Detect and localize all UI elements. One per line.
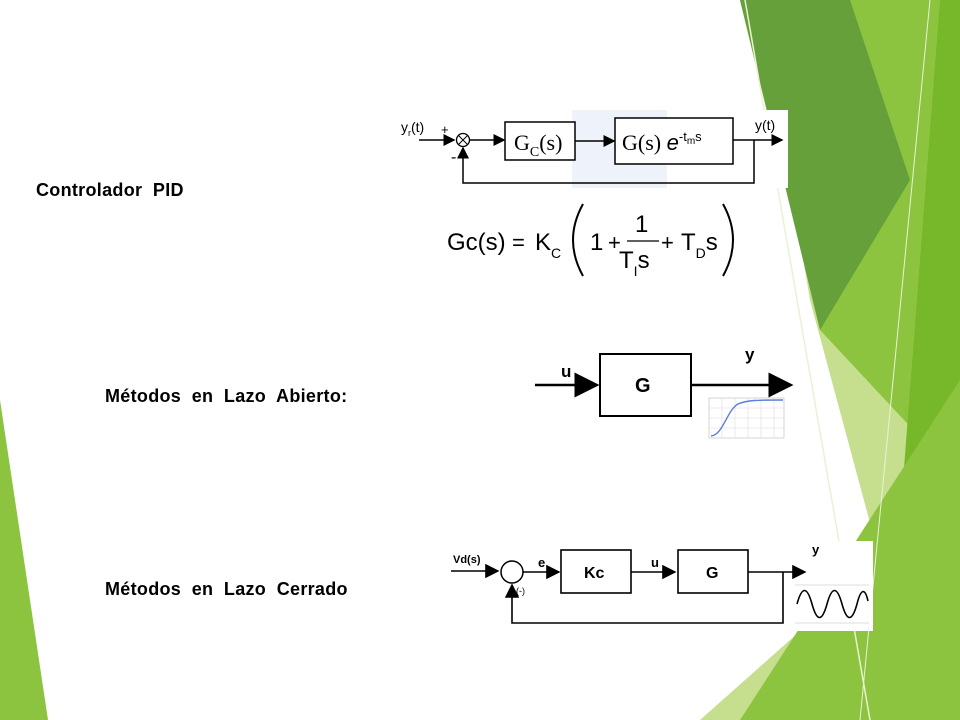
- formula-numerator: 1: [635, 211, 648, 238]
- g-block: [677, 549, 749, 594]
- g-block: [599, 353, 692, 417]
- u-label: u: [561, 362, 571, 381]
- right-dark-green-shape: [740, 0, 910, 330]
- summing-junction: [500, 560, 524, 584]
- vd-label: Vd(s): [453, 554, 481, 566]
- closed-loop-diagram: Vd(s) e Kc u G y (-): [447, 541, 873, 631]
- formula-plus-1: +: [608, 230, 621, 255]
- feedback-sign: (-): [516, 586, 525, 596]
- u-label: u: [651, 555, 659, 570]
- controller-label: GC(s): [514, 130, 562, 160]
- formula-one: 1: [590, 229, 603, 256]
- formula-plus-2: +: [661, 230, 674, 255]
- plus-sign: +: [441, 122, 449, 137]
- right-paren: [722, 203, 734, 277]
- open-loop-diagram: u G y: [533, 340, 795, 442]
- e-label: e: [538, 555, 545, 570]
- step-response-plot: [708, 397, 785, 439]
- g-label: G: [706, 565, 718, 582]
- y-label: y: [812, 542, 820, 557]
- formula-lhs: Gc(s): [447, 229, 506, 256]
- pid-block-diagram: yr(t) + - GC(s) G(s) e-tms y(t): [397, 110, 788, 188]
- input-label: yr(t): [401, 119, 424, 138]
- pid-formula: Gc(s) = KC 1 + 1 TIs + TDs: [445, 198, 740, 282]
- plant-block: [614, 117, 734, 165]
- feedback-path: [457, 140, 755, 184]
- minus-sign: -: [451, 149, 456, 166]
- left-green-triangle: [0, 400, 48, 720]
- left-paren: [572, 203, 584, 277]
- kc-label: Kc: [584, 565, 605, 582]
- formula-k: KC: [535, 229, 561, 261]
- open-loop-label: Métodos en Lazo Abierto:: [105, 386, 348, 406]
- oscillation-plot: [795, 584, 869, 624]
- plant-label: G(s) e-tms: [622, 129, 702, 155]
- feedback-path: [504, 572, 784, 624]
- closed-loop-label: Métodos en Lazo Cerrado: [105, 579, 348, 599]
- formula-td: TDs: [681, 229, 718, 261]
- output-label: y(t): [755, 117, 775, 133]
- kc-block: [560, 549, 632, 594]
- y-label: y: [745, 345, 755, 364]
- pid-label: Controlador PID: [36, 180, 184, 200]
- g-label: G: [635, 375, 651, 397]
- formula-denominator: TIs: [619, 247, 650, 279]
- formula-equals: =: [512, 230, 525, 255]
